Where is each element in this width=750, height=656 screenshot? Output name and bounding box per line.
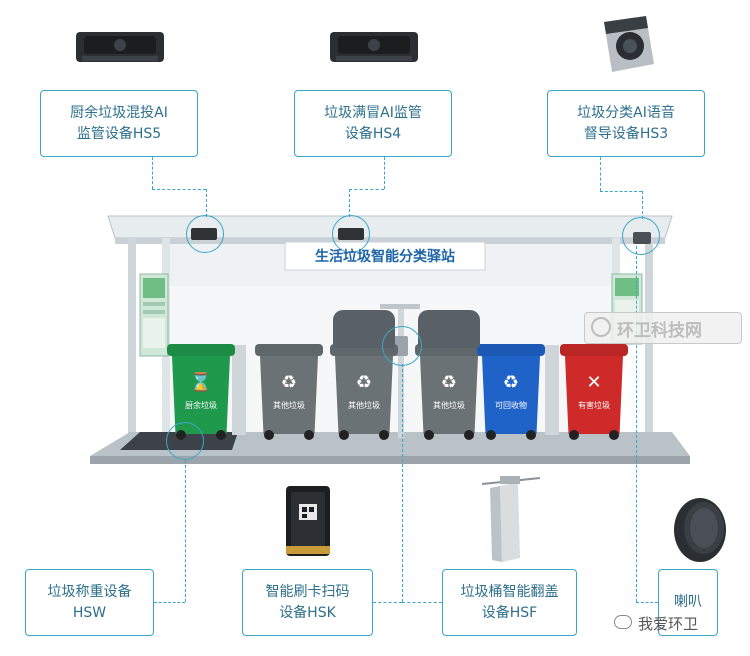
callout-hs5-line2: 监管设备HS5: [76, 125, 162, 142]
connector-hs5-v2: [206, 189, 207, 217]
station-sign-board: [284, 241, 486, 271]
trash-bin: ♻ 其他垃圾: [255, 344, 323, 440]
connector-hsw: [185, 460, 186, 602]
connector-hs4-h: [349, 189, 384, 190]
callout-hsk-line2: 设备HSK: [279, 604, 336, 621]
connector-hs4: [384, 157, 385, 189]
callout-speaker-line1: 喇叭: [674, 594, 702, 610]
x-icon: ✕: [586, 372, 602, 393]
trash-bin-label: 其他垃圾: [348, 401, 380, 410]
connector-speaker-h: [636, 602, 658, 603]
ring-hs3: [622, 217, 660, 255]
callout-hs3: 垃圾分类AI语音 督导设备HS3: [547, 90, 705, 157]
wechat-icon: [614, 615, 632, 629]
callout-hsf-line2: 设备HSF: [481, 604, 538, 621]
station-floor: [90, 432, 690, 464]
recycle-icon: ♻: [355, 372, 373, 393]
callout-hs4-line2: 设备HS4: [344, 125, 402, 142]
callout-hsk-line1: 智能刷卡扫码: [265, 583, 350, 600]
callout-hs4: 垃圾满冒AI监管 设备HS4: [294, 90, 452, 157]
callout-hsf-line1: 垃圾桶智能翻盖: [460, 583, 559, 600]
hs5-device-icon: [76, 32, 164, 62]
callout-hs3-line2: 督导设备HS3: [583, 125, 669, 142]
connector-hs3: [600, 157, 601, 191]
callout-hsf: 垃圾桶智能翻盖 设备HSF: [442, 569, 577, 636]
trash-bin: ♻ 其他垃圾: [415, 344, 483, 440]
callout-hsw-line2: HSW: [72, 604, 107, 621]
connector-hs4-v2: [349, 189, 350, 217]
connector-hsk-h: [373, 602, 402, 603]
connector-hsw-h: [154, 602, 185, 603]
trash-bin-label: 可回收物: [495, 401, 527, 410]
recycle-icon: ♻: [280, 372, 298, 393]
connector-hs5: [152, 157, 153, 189]
callout-hs5-line1: 厨余垃圾混投AI: [70, 104, 168, 121]
connector-speaker: [636, 246, 637, 602]
speaker-device-icon: [674, 498, 726, 562]
watermark-bottom-text: 我爱环卫: [638, 615, 699, 633]
hs4-device-icon: [330, 32, 418, 62]
ring-hs5: [186, 215, 224, 253]
callout-hsw-line1: 垃圾称重设备: [47, 583, 132, 600]
trash-bin-label: 有害垃圾: [578, 401, 610, 410]
trash-bin-label: 厨余垃圾: [185, 401, 217, 410]
right-post: [645, 238, 653, 454]
watermark-top-text: 环卫科技网: [617, 321, 702, 341]
trash-bin: ♻ 其他垃圾: [330, 344, 398, 440]
left-poster: [139, 273, 169, 357]
open-lid: [418, 310, 480, 348]
watermark-top: 环卫科技网: [584, 312, 742, 344]
callout-hsk: 智能刷卡扫码 设备HSK: [242, 569, 373, 636]
recycle-icon: ♻: [440, 372, 458, 393]
callout-hs3-line1: 垃圾分类AI语音: [577, 104, 675, 121]
ring-hs4: [332, 215, 370, 253]
connector-hs3-h: [600, 191, 642, 192]
callout-hs5: 厨余垃圾混投AI 监管设备HS5: [40, 90, 198, 157]
hsf-device-icon: [481, 476, 541, 562]
trash-bin-label: 其他垃圾: [433, 401, 465, 410]
trash-bin: ♻ 可回收物: [477, 344, 545, 440]
station-sign: 生活垃圾智能分类驿站: [315, 249, 455, 265]
connector-hsk: [402, 364, 403, 602]
connector-hs3-v2: [642, 191, 643, 219]
left-post: [128, 238, 136, 454]
callout-hsw: 垃圾称重设备 HSW: [25, 569, 154, 636]
ring-hsk: [382, 326, 422, 366]
watermark-top-logo-icon: [591, 317, 611, 337]
station-roof: [107, 215, 673, 244]
hsk-device-icon: [286, 486, 330, 556]
trash-bin: ⌛ 厨余垃圾: [167, 344, 235, 440]
hs3-device-icon: [604, 16, 654, 72]
callout-hs4-line1: 垃圾满冒AI监管: [324, 104, 422, 121]
trash-bin-label: 其他垃圾: [273, 401, 305, 410]
ring-hsw: [166, 422, 204, 460]
trash-bin: ✕ 有害垃圾: [560, 344, 628, 440]
watermark-bottom: 我爱环卫: [614, 612, 734, 634]
hourglass-icon: ⌛: [189, 372, 213, 393]
recycle-icon: ♻: [502, 372, 520, 393]
connector-hsf-h: [402, 602, 442, 603]
callout-speaker: 喇叭: [658, 569, 718, 636]
connector-hs5-h: [152, 189, 206, 190]
